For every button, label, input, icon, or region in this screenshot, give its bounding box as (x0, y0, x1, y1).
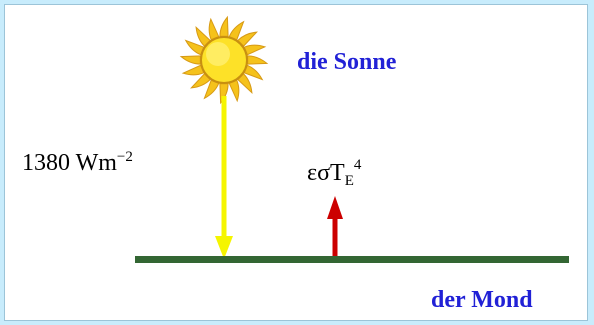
sun-ray (228, 79, 240, 103)
sun-ray (181, 64, 205, 76)
sun-ray (203, 79, 220, 100)
solar-flux-exponent: −2 (116, 149, 133, 165)
moon-surface (135, 256, 569, 263)
sun-ray (243, 44, 267, 56)
sun-ray (219, 15, 229, 37)
sun-ray (184, 39, 205, 56)
solar-flux-value: 1380 Wm (22, 150, 117, 176)
emission-formula-label: εσTE4 (307, 158, 361, 189)
sun-ray (247, 55, 269, 65)
sun-icon (179, 15, 269, 105)
sun-ray (228, 20, 245, 41)
sun-ray (243, 64, 264, 81)
incoming-radiation-arrow (215, 96, 233, 259)
sun-ray (237, 31, 258, 47)
moon-label: der Mond (431, 287, 533, 313)
diagram-frame (4, 4, 588, 321)
solar-flux-label: 1380 Wm−2 (22, 149, 133, 176)
emitted-radiation-arrow (327, 196, 343, 256)
sun-rays (179, 15, 269, 105)
sun-ray (237, 73, 253, 94)
sun-ray (190, 73, 211, 89)
sun-label: die Sonne (297, 49, 397, 75)
sun-ray (179, 55, 201, 65)
emission-formula-exponent: 4 (353, 157, 362, 173)
sun-ray (195, 26, 211, 47)
sun-ray (208, 17, 220, 41)
emission-formula-subscript: E (344, 173, 354, 189)
emission-formula-base: εσT (307, 160, 345, 186)
